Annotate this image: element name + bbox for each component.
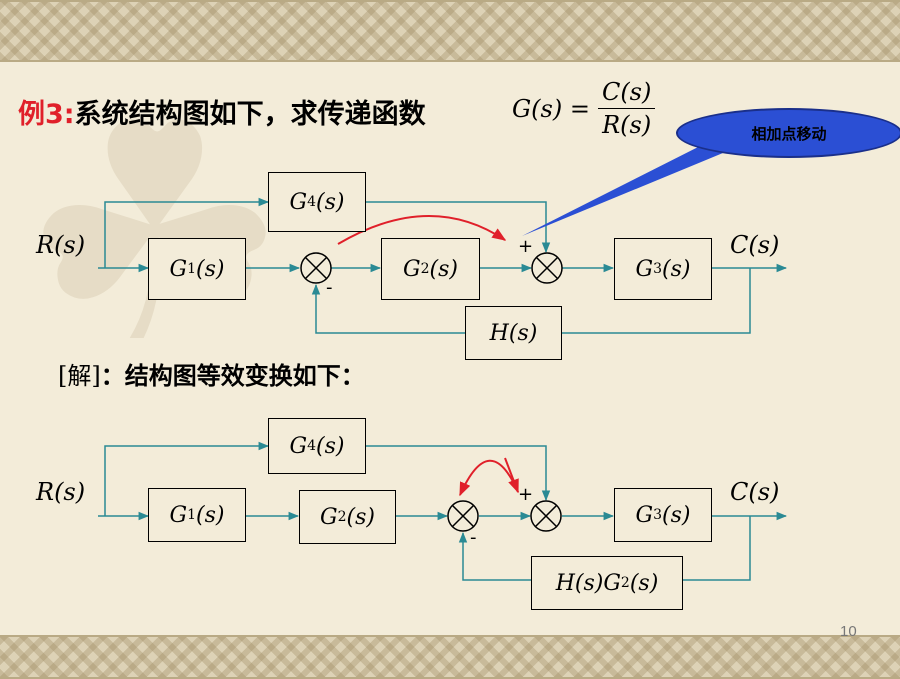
d1-g3-arg: (s) bbox=[662, 256, 691, 282]
d2-g3-arg: (s) bbox=[662, 502, 691, 528]
d2-g2-arg: (s) bbox=[346, 504, 375, 530]
d2-g1-sub: 1 bbox=[187, 507, 197, 523]
solution-text: ：结构图等效变换如下： bbox=[100, 362, 365, 390]
solution-bracket: [解] bbox=[58, 362, 101, 390]
d1-g2-sub: 2 bbox=[420, 261, 430, 277]
d1-h-text: H(s) bbox=[489, 320, 538, 346]
page-number: 10 bbox=[840, 623, 857, 640]
d2-g4-base: G bbox=[289, 433, 308, 459]
d2-g2-base: G bbox=[320, 504, 338, 530]
transfer-function-formula: G(s) = C(s) R(s) bbox=[512, 78, 656, 139]
slide-title: 例3:系统结构图如下，求传递函数 bbox=[18, 92, 426, 131]
example-label: 例3: bbox=[18, 99, 75, 130]
d1-g1-base: G bbox=[169, 256, 188, 282]
d2-hg2-sub: 2 bbox=[620, 575, 630, 591]
background-watermark: ☘ bbox=[20, 60, 289, 409]
d2-g3-sub: 3 bbox=[653, 507, 663, 523]
d1-g3-sub: 3 bbox=[653, 261, 663, 277]
d1-g4-base: G bbox=[289, 189, 308, 215]
d1-g2-arg: (s) bbox=[429, 256, 458, 282]
d1-input-signal: R(s) bbox=[36, 231, 86, 259]
d2-hg2-arg: (s) bbox=[629, 570, 659, 596]
d2-hg2-pre: H(s)G bbox=[555, 570, 621, 596]
d2-g3-base: G bbox=[635, 502, 654, 528]
d1-g1-arg: (s) bbox=[196, 256, 225, 282]
d1-g3-base: G bbox=[635, 256, 654, 282]
d1-g4-arg: (s) bbox=[316, 189, 345, 215]
d1-g2-base: G bbox=[403, 256, 421, 282]
formula-fraction: C(s) R(s) bbox=[597, 78, 656, 139]
d2-plus-sign: + bbox=[518, 484, 534, 505]
d1-output-signal: C(s) bbox=[730, 231, 780, 259]
d2-g1-base: G bbox=[169, 502, 188, 528]
d2-input-signal: R(s) bbox=[36, 478, 86, 506]
d1-block-h: H(s) bbox=[465, 306, 562, 360]
summing-point-callout: 相加点移动 bbox=[676, 108, 900, 158]
formula-lhs: G(s) = bbox=[512, 94, 590, 123]
solution-label: [解]：结构图等效变换如下： bbox=[58, 356, 365, 391]
formula-numerator: C(s) bbox=[597, 78, 656, 109]
d1-g4-sub: 4 bbox=[307, 194, 317, 210]
d2-g1-arg: (s) bbox=[196, 502, 225, 528]
d2-g4-sub: 4 bbox=[307, 438, 317, 454]
d2-output-signal: C(s) bbox=[730, 478, 780, 506]
d1-g1-sub: 1 bbox=[187, 261, 197, 277]
d1-plus-sign: + bbox=[518, 236, 534, 257]
top-decorative-border bbox=[0, 0, 900, 62]
d2-minus-sign: - bbox=[470, 527, 477, 548]
d2-g4-arg: (s) bbox=[316, 433, 345, 459]
formula-denominator: R(s) bbox=[602, 111, 652, 139]
d2-g2-sub: 2 bbox=[337, 509, 347, 525]
title-text: 系统结构图如下，求传递函数 bbox=[74, 99, 426, 130]
callout-text: 相加点移动 bbox=[751, 124, 827, 143]
d1-minus-sign: - bbox=[326, 277, 333, 298]
